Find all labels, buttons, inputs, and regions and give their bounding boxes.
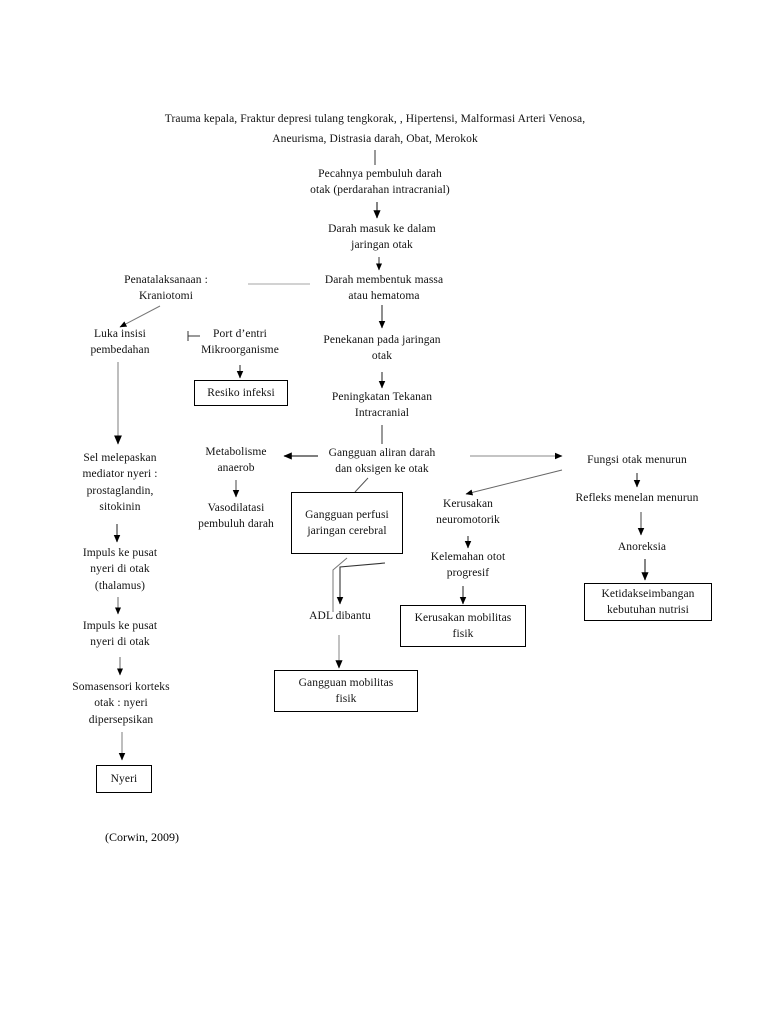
node-somasensori-korteks-otak: Somasensori korteks otak : nyeri diperse… [72,681,170,726]
node-darah-masuk-jaringan-otak: Darah masuk ke dalam jaringan otak [328,223,436,252]
node-gangguan-mobilitas-fisik: Gangguan mobilitas fisik [274,670,418,712]
node-impuls-pusat-nyeri-thalamus: Impuls ke pusat nyeri di otak (thalamus) [82,547,158,592]
node-nyeri: Nyeri [96,765,152,793]
node-resiko-infeksi: Resiko infeksi [194,380,288,406]
node-peningkatan-tekanan-intracranial: Peningkatan Tekanan Intracranial [331,391,433,420]
node-port-entri-mikroorganisme: Port d’entri Mikroorganisme [201,328,279,357]
node-gangguan-aliran-darah-oksigen: Gangguan aliran darah dan oksigen ke ota… [328,447,436,476]
node-fungsi-otak-menurun: Fungsi otak menurun [587,454,687,466]
edge-fungsiotak-kerusakanneuro [465,469,563,496]
node-etiology: Trauma kepala, Fraktur depresi tulang te… [164,113,586,145]
node-adl-dibantu: ADL dibantu [309,610,371,622]
node-darah-membentuk-massa: Darah membentuk massa atau hematoma [324,274,444,303]
citation-source: (Corwin, 2009) [105,830,179,844]
node-pecahnya-pembuluh-darah: Pecahnya pembuluh darah otak (perdarahan… [310,168,450,197]
node-gangguan-perfusi-jaringan-cerebral: Gangguan perfusi jaringan cerebral [291,492,403,554]
node-kerusakan-neuromotorik: Kerusakan neuromotorik [436,498,500,527]
node-ketidakseimbangan-kebutuhan-nutrisi: Ketidakseimbangan kebutuhan nutrisi [584,583,712,621]
edge-perfusi-adl [332,557,348,612]
node-impuls-pusat-nyeri-otak: Impuls ke pusat nyeri di otak [82,620,158,649]
node-anoreksia: Anoreksia [617,541,667,553]
node-penatalaksanaan-kraniotomi: Penatalaksanaan : Kraniotomi [124,274,208,303]
node-sel-melepaskan-mediator-nyeri: Sel melepaskan mediator nyeri : prostagl… [82,452,158,513]
edge-ganggualiran-perfusi [354,477,369,493]
node-kerusakan-mobilitas-fisik: Kerusakan mobilitas fisik [400,605,526,647]
node-vasodilatasi-pembuluh-darah: Vasodilatasi pembuluh darah [198,502,274,531]
node-refleks-menelan-menurun: Refleks menelan menurun [575,492,699,504]
edge-penatalaksanaan-lukainsisi [119,305,161,328]
node-penekanan-pada-jaringan-otak: Penekanan pada jaringan otak [323,334,441,363]
node-metabolisme-anaerob: Metabolisme anaerob [205,446,267,475]
node-luka-insisi-pembedahan: Luka insisi pembedahan [90,328,150,357]
node-kelemahan-otot-progresif: Kelemahan otot progresif [430,551,506,580]
edge-kelemahan-adl [336,562,386,605]
